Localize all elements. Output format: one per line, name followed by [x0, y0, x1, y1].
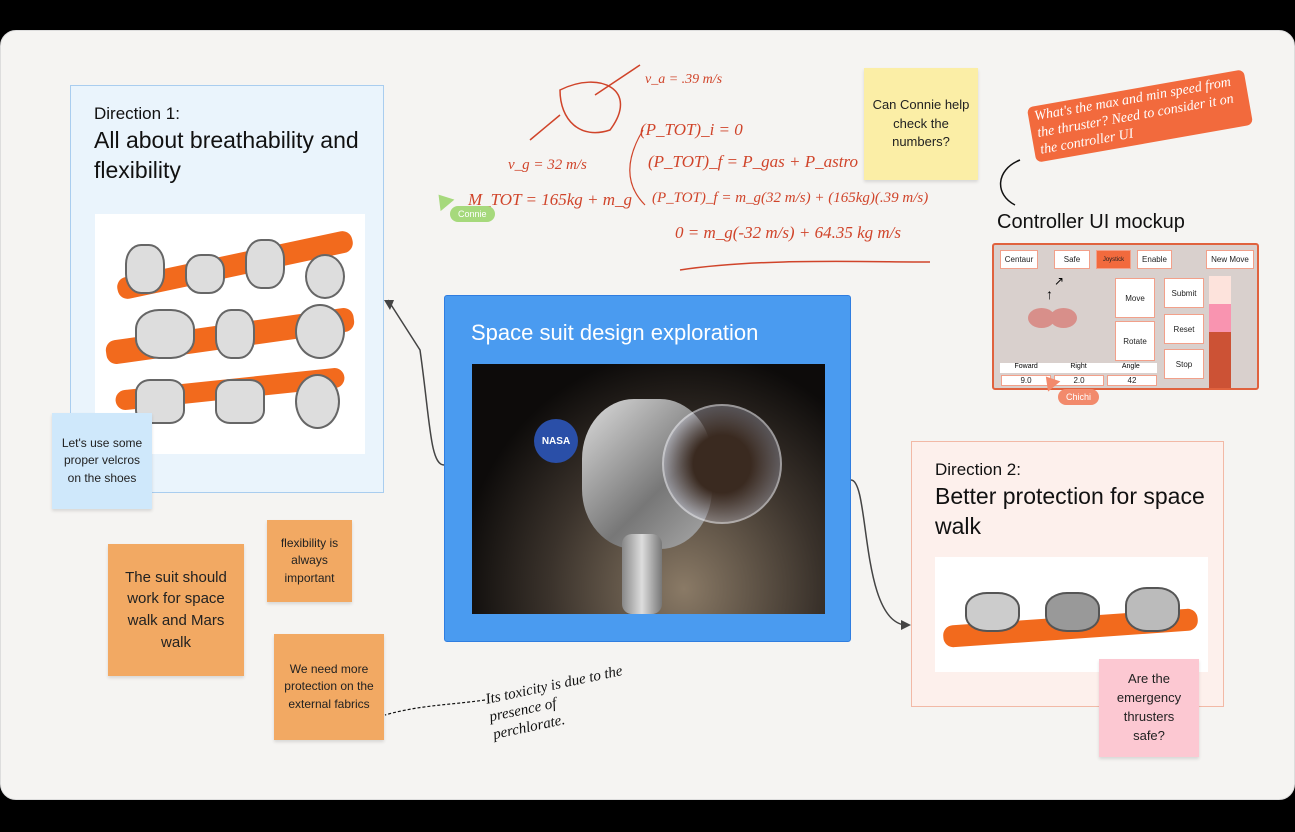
forward-header: Foward — [1014, 363, 1038, 370]
centaur-button[interactable]: Centaur — [1000, 250, 1038, 269]
dog-astronaut-photo: NASA — [472, 364, 825, 614]
center-frame[interactable]: Space suit design exploration NASA — [444, 295, 851, 642]
right-header: Right — [1070, 363, 1087, 370]
direction-2-label: Direction 2: — [935, 460, 1021, 479]
suit-sketch-image — [95, 214, 365, 454]
controller-title: Controller UI mockup — [997, 211, 1185, 233]
sticky-thrusters[interactable]: Are the emergency thrusters safe? — [1099, 659, 1199, 757]
equation: (P_TOT)_i = 0 — [640, 120, 743, 139]
rotate-button[interactable]: Rotate — [1115, 321, 1155, 361]
direction-1-label: Direction 1: — [94, 104, 180, 123]
sticky-velcro[interactable]: Let's use some proper velcros on the sho… — [52, 413, 152, 509]
arrow-up-icon: ↑ — [1046, 286, 1053, 302]
safe-button[interactable]: Safe — [1054, 250, 1090, 269]
arrow-diagonal-icon: ↗ — [1054, 274, 1065, 288]
speed-level-bar — [1209, 276, 1231, 388]
angle-value[interactable]: 42 — [1107, 375, 1157, 386]
direction-1-title: All about breathability and flexibility — [94, 127, 359, 183]
cursor-connie: Connie — [450, 206, 495, 222]
move-button[interactable]: Move — [1115, 278, 1155, 318]
sticky-connie[interactable]: Can Connie help check the numbers? — [864, 68, 978, 180]
equation: (P_TOT)_f = m_g(32 m/s) + (165kg)(.39 m/… — [652, 190, 929, 206]
stop-button[interactable]: Stop — [1164, 349, 1204, 379]
submit-button[interactable]: Submit — [1164, 278, 1204, 308]
joystick-button[interactable]: Joystick — [1096, 250, 1131, 269]
cursor-chichi: Chichi — [1058, 389, 1100, 405]
forward-value[interactable]: 9.0 — [1001, 375, 1051, 386]
joystick-pad[interactable] — [1028, 308, 1055, 328]
equation: (P_TOT)_f = P_gas + P_astro — [648, 152, 858, 171]
new-move-button[interactable]: New Move — [1206, 250, 1254, 269]
sticky-suit[interactable]: The suit should work for space walk and … — [108, 544, 244, 676]
angle-header: Angle — [1121, 363, 1140, 370]
equation: 0 = m_g(-32 m/s) + 64.35 kg m/s — [675, 223, 901, 242]
sticky-protection[interactable]: We need more protection on the external … — [274, 634, 384, 740]
equation: v_a = .39 m/s — [645, 72, 723, 87]
equation: M_TOT = 165kg + m_g — [468, 190, 632, 209]
direction-2-title: Better protection for space walk — [935, 483, 1205, 539]
controller-mockup[interactable]: Centaur Safe Joystick Enable New Move ↑ … — [992, 243, 1259, 390]
sticky-flex[interactable]: flexibility is always important — [267, 520, 352, 602]
dog-suit-sketch-image — [935, 557, 1208, 672]
nasa-badge: NASA — [534, 419, 578, 463]
equation: v_g = 32 m/s — [508, 157, 587, 173]
enable-button[interactable]: Enable — [1137, 250, 1172, 269]
reset-button[interactable]: Reset — [1164, 314, 1204, 344]
right-value[interactable]: 2.0 — [1054, 375, 1104, 386]
center-title: Space suit design exploration — [471, 320, 759, 345]
